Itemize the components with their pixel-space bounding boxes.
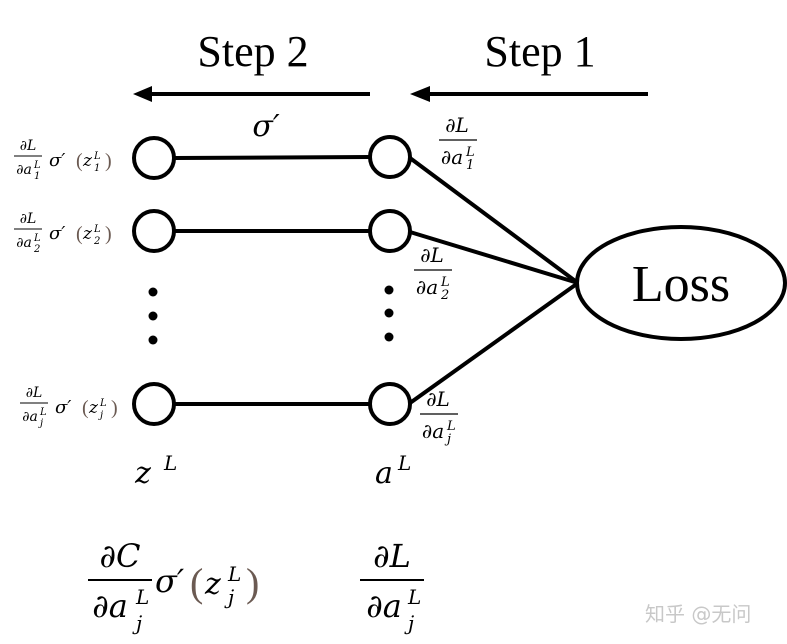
grad-sup: L xyxy=(39,407,47,418)
paren-close: ) xyxy=(105,150,112,172)
grad-denominator: ∂a xyxy=(22,409,38,425)
step-1-label: Step 1 xyxy=(484,27,595,76)
grad-sup: L xyxy=(33,233,41,244)
svg-text:j: j xyxy=(132,611,142,635)
grad-sub: j xyxy=(38,418,43,429)
sigma-prime-label: σ′ xyxy=(252,109,279,144)
z-sub: j xyxy=(98,410,103,421)
grad-numerator: ∂L xyxy=(26,385,43,401)
grad-denominator: ∂a xyxy=(16,235,32,251)
sigma-prime: σ′ xyxy=(49,150,65,171)
svg-text:L: L xyxy=(135,585,149,609)
grad-denominator: ∂a xyxy=(441,145,463,169)
z-sup: L xyxy=(99,398,107,409)
edge-aj-loss xyxy=(408,281,580,405)
loss-node xyxy=(575,225,787,341)
grad-numerator: ∂L xyxy=(426,387,450,411)
edge-a1-loss xyxy=(408,156,580,285)
grad-sup: L xyxy=(33,160,41,171)
svg-text:j: j xyxy=(404,611,414,635)
a-ellipsis xyxy=(384,285,394,342)
paren-open: ( xyxy=(76,223,83,245)
z-sub: 2 xyxy=(93,236,100,247)
paren-open: ( xyxy=(82,397,89,419)
z-symbol: z xyxy=(82,224,93,244)
step-2-arrow xyxy=(133,86,370,102)
z-sup: L xyxy=(93,224,101,235)
grad-sup: L xyxy=(440,275,450,290)
svg-text:z: z xyxy=(134,456,151,491)
loss-label: Loss xyxy=(632,256,730,313)
grad-sub: j xyxy=(444,432,451,447)
paren-close: ) xyxy=(111,397,118,419)
svg-text:σ′: σ′ xyxy=(155,562,185,600)
a-layer-label: a L xyxy=(375,451,411,491)
grad-numerator: ∂L xyxy=(445,113,469,137)
z-layer-label: z L xyxy=(134,451,177,491)
step-1-arrow xyxy=(410,86,648,102)
z-ellipsis xyxy=(148,287,158,345)
svg-text:∂C: ∂C xyxy=(99,537,140,575)
grad-sup: L xyxy=(465,145,475,160)
grad-sub: 2 xyxy=(440,288,449,303)
grad-denominator: ∂a xyxy=(422,419,444,443)
sigma-prime: σ′ xyxy=(55,397,71,418)
grad-sub: 2 xyxy=(33,244,40,255)
grad-numerator: ∂L xyxy=(20,211,37,227)
svg-text:∂a: ∂a xyxy=(366,587,402,625)
sigma-prime: σ′ xyxy=(49,223,65,244)
paren-open: ( xyxy=(76,150,83,172)
a-node-2 xyxy=(368,209,412,253)
svg-text:): ) xyxy=(246,560,259,605)
z-node-j xyxy=(132,382,176,426)
step-2-label: Step 2 xyxy=(197,27,308,76)
svg-text:L: L xyxy=(407,585,421,609)
grad-sup: L xyxy=(446,419,456,434)
svg-text:∂a: ∂a xyxy=(92,587,128,625)
svg-text:(: ( xyxy=(190,560,203,605)
z-symbol: z xyxy=(88,398,99,418)
grad-numerator: ∂L xyxy=(420,243,444,267)
grad-denominator: ∂a xyxy=(416,275,438,299)
grad-sub: 1 xyxy=(466,158,474,173)
z-sub: 1 xyxy=(94,163,100,174)
edge-z1-a1 xyxy=(174,155,371,160)
a-node-1 xyxy=(368,135,412,179)
grad-numerator: ∂L xyxy=(20,138,37,154)
z-node-2 xyxy=(132,209,176,253)
watermark-text: 知乎 @无问 xyxy=(645,602,751,626)
bottom-formula-right: ∂L ∂a L j xyxy=(360,537,424,635)
svg-text:a: a xyxy=(375,456,393,491)
svg-text:L: L xyxy=(397,451,411,475)
grad-sub: 1 xyxy=(34,171,40,182)
svg-text:L: L xyxy=(163,451,177,475)
a-node-j xyxy=(368,382,412,426)
svg-text:z: z xyxy=(204,567,221,602)
paren-close: ) xyxy=(105,223,112,245)
z-symbol: z xyxy=(82,151,93,171)
z-sup: L xyxy=(93,151,101,162)
grad-denominator: ∂a xyxy=(16,162,32,178)
bottom-formula-left: ∂C ∂a L j σ′ ( z L j ) xyxy=(88,537,259,635)
edge-a2-loss xyxy=(409,230,579,285)
svg-text:j: j xyxy=(224,585,234,609)
svg-text:∂L: ∂L xyxy=(373,537,411,575)
svg-text:L: L xyxy=(227,562,241,586)
z-node-1 xyxy=(132,136,176,180)
